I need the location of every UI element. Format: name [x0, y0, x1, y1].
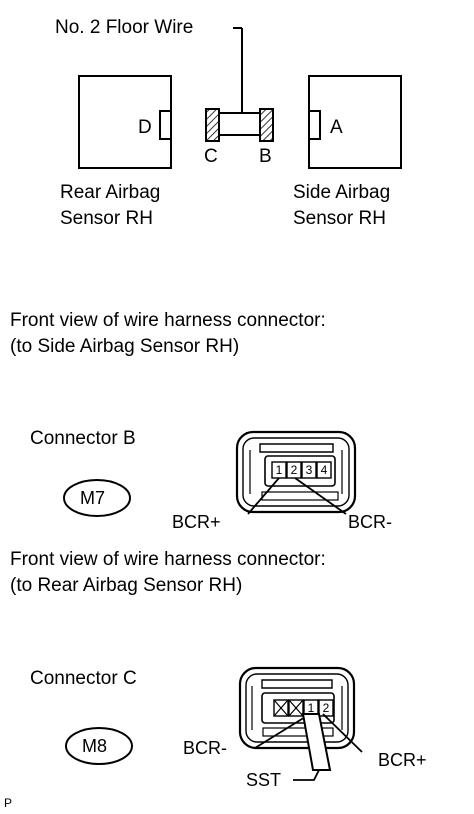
connector-b-pin-4-label: 4: [321, 463, 328, 477]
connector-b-pin-2-label: 2: [291, 463, 298, 477]
sst-probe: [301, 713, 332, 771]
rear-airbag-sensor-box: [78, 75, 172, 169]
connector-a: [308, 110, 321, 140]
connector-b-letter: B: [259, 146, 272, 167]
connector-b-hatched: [259, 108, 274, 142]
connector-b-pin-4-cell: [316, 461, 332, 479]
connector-c-label: Connector C: [30, 668, 137, 689]
connector-b-label: Connector B: [30, 428, 136, 449]
connector-a-letter: A: [330, 117, 343, 138]
connector-d: [159, 110, 172, 140]
connector-c-letter: C: [204, 146, 218, 167]
badge-m8-oval: [65, 727, 133, 765]
empty-cavity-1: [273, 699, 289, 717]
section-c-heading-line1: Front view of wire harness connector:: [10, 549, 326, 570]
floor-wire-label: No. 2 Floor Wire: [55, 17, 194, 38]
rear-sensor-label-line1: Rear Airbag: [60, 182, 161, 203]
side-airbag-sensor-box: [308, 75, 402, 169]
floor-wire-body: [217, 112, 261, 136]
badge-m7-oval: [63, 479, 131, 517]
section-c-heading-line2: (to Rear Airbag Sensor RH): [10, 575, 243, 596]
top-schematic: [78, 27, 402, 169]
connector-c-bcr-minus: BCR-: [183, 738, 227, 758]
connector-b-bcr-plus: BCR+: [172, 512, 221, 532]
connector-b-bcr-minus: BCR-: [348, 512, 392, 532]
side-sensor-label-line2: Sensor RH: [293, 208, 386, 229]
footer-mark: P: [4, 796, 13, 810]
rear-sensor-label-line2: Sensor RH: [60, 208, 153, 229]
connector-b-pin-2-cell: [286, 461, 302, 479]
connector-d-letter: D: [138, 117, 152, 138]
connector-c-pin-1-label: 1: [308, 701, 315, 715]
connector-b-pin-1-label: 1: [276, 463, 283, 477]
sst-label: SST: [246, 770, 282, 790]
side-sensor-label-line1: Side Airbag: [293, 182, 391, 203]
connector-b-pin-3-cell: [301, 461, 317, 479]
empty-cavity-2: [288, 699, 304, 717]
connector-c-pin-2-label: 2: [323, 701, 330, 715]
connector-c-bcr-plus: BCR+: [378, 750, 427, 770]
section-b-heading-line1: Front view of wire harness connector:: [10, 310, 326, 331]
connector-b-pin-3-label: 3: [306, 463, 313, 477]
badge-m7: M7: [80, 488, 106, 508]
connector-c-hatched: [205, 108, 220, 142]
section-b-heading-line2: (to Side Airbag Sensor RH): [10, 336, 240, 357]
badge-m8: M8: [82, 736, 108, 756]
